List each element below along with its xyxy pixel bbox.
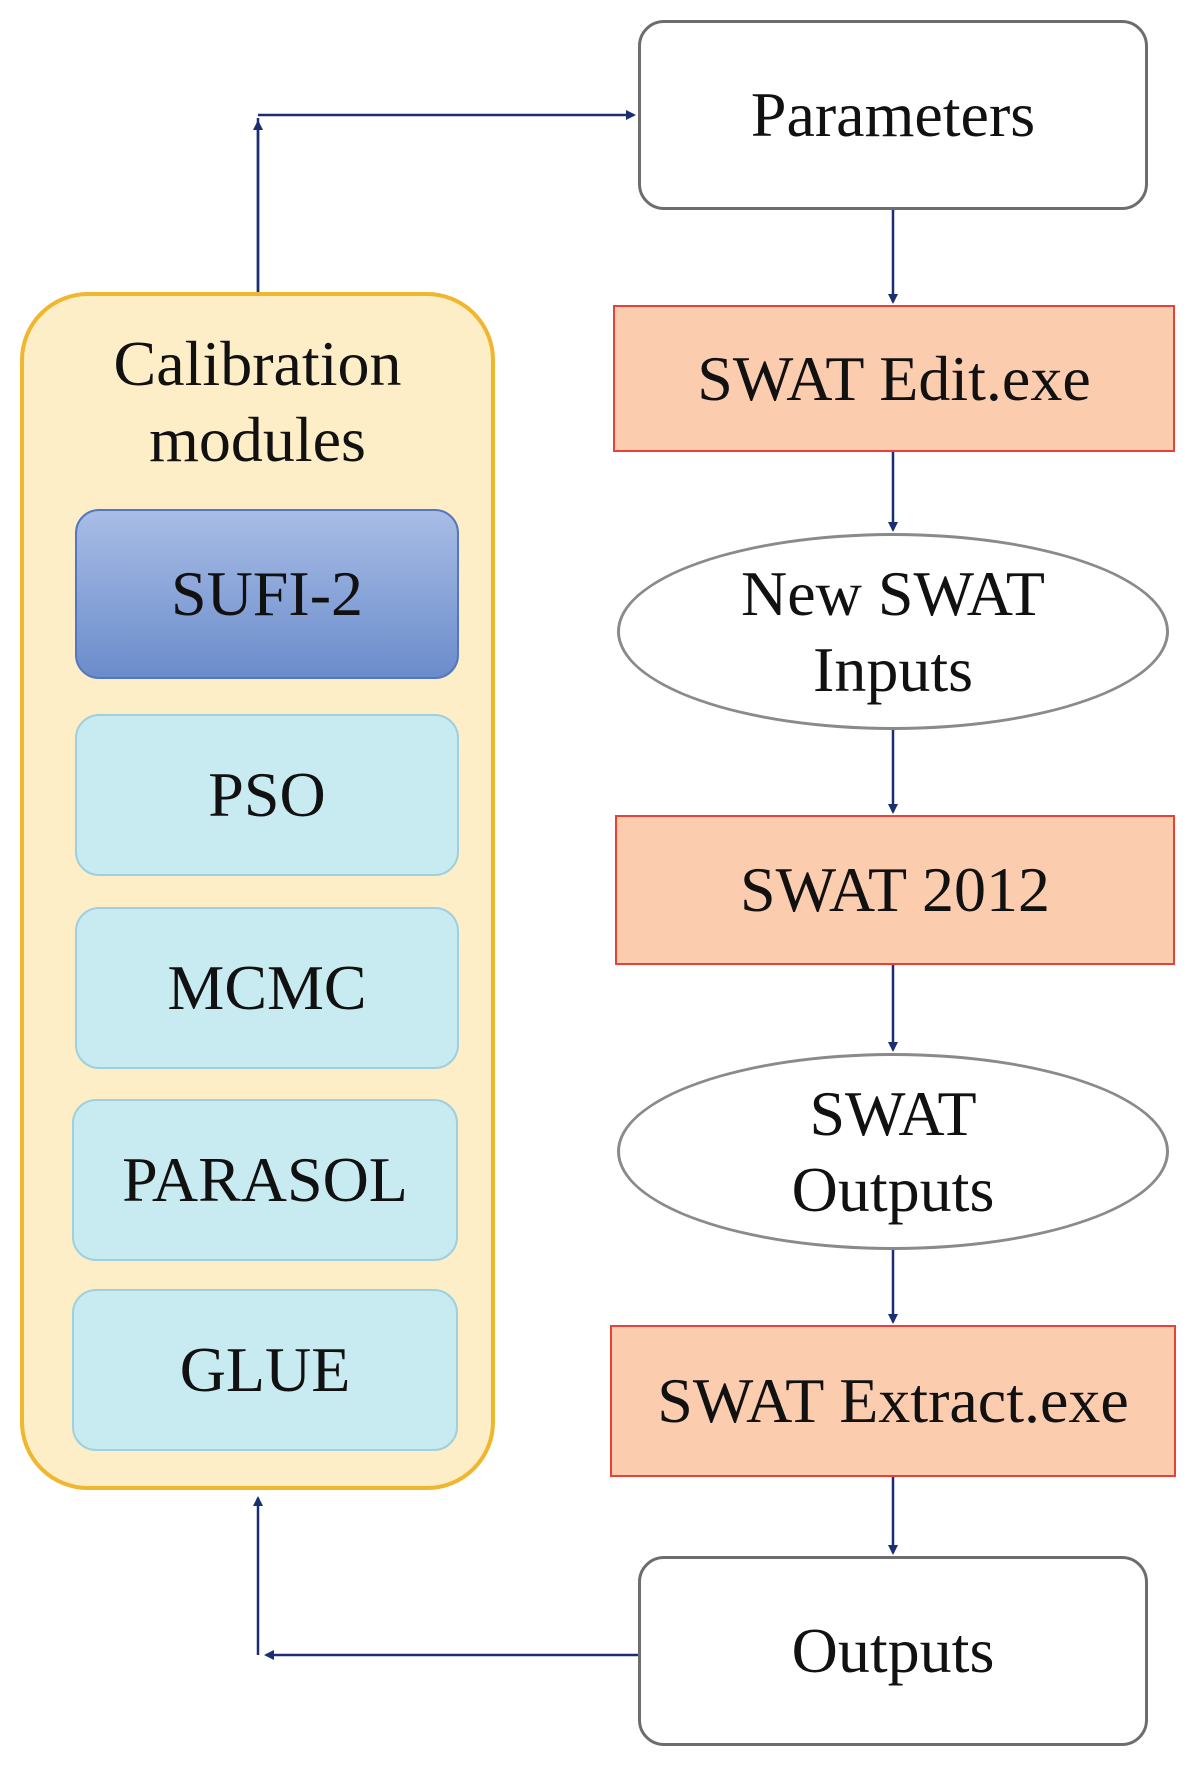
outputs-label: Outputs xyxy=(791,1615,995,1687)
parameters-label: Parameters xyxy=(750,79,1036,151)
swat-2012-label: SWAT 2012 xyxy=(740,854,1050,926)
swat-outputs-line1: SWAT xyxy=(809,1077,977,1149)
arrow-calibration-to-parameters xyxy=(256,115,634,292)
module-glue[interactable]: GLUE xyxy=(72,1289,458,1451)
swat-extract-label: SWAT Extract.exe xyxy=(657,1365,1129,1437)
new-inputs-line1: New SWAT xyxy=(741,557,1045,629)
swat-outputs-ellipse: SWAT Outputs xyxy=(617,1053,1169,1250)
module-pso[interactable]: PSO xyxy=(75,714,459,876)
new-swat-inputs-ellipse: New SWAT Inputs xyxy=(617,533,1169,730)
outputs-box: Outputs xyxy=(638,1556,1148,1746)
module-label: SUFI-2 xyxy=(170,558,364,629)
new-inputs-line2: Inputs xyxy=(813,633,973,705)
module-label: MCMC xyxy=(167,952,367,1023)
module-mcmc[interactable]: MCMC xyxy=(75,907,459,1069)
calibration-modules-title: Calibration modules xyxy=(24,326,491,477)
module-label: PARASOL xyxy=(122,1144,408,1215)
parameters-box: Parameters xyxy=(638,20,1148,210)
swat-extract-box: SWAT Extract.exe xyxy=(610,1325,1176,1477)
calibration-modules-container: Calibration modules SUFI-2 PSO MCMC PARA… xyxy=(20,292,495,1490)
swat-outputs-line2: Outputs xyxy=(791,1153,995,1225)
module-label: GLUE xyxy=(179,1334,351,1405)
calibration-title-line1: Calibration xyxy=(113,328,402,399)
module-parasol[interactable]: PARASOL xyxy=(72,1099,458,1261)
swat-2012-box: SWAT 2012 xyxy=(615,815,1175,965)
swat-edit-box: SWAT Edit.exe xyxy=(613,305,1175,452)
swat-edit-label: SWAT Edit.exe xyxy=(697,342,1091,414)
calibration-title-line2: modules xyxy=(149,403,366,475)
module-sufi-2[interactable]: SUFI-2 xyxy=(75,509,459,679)
module-label: PSO xyxy=(208,759,326,830)
